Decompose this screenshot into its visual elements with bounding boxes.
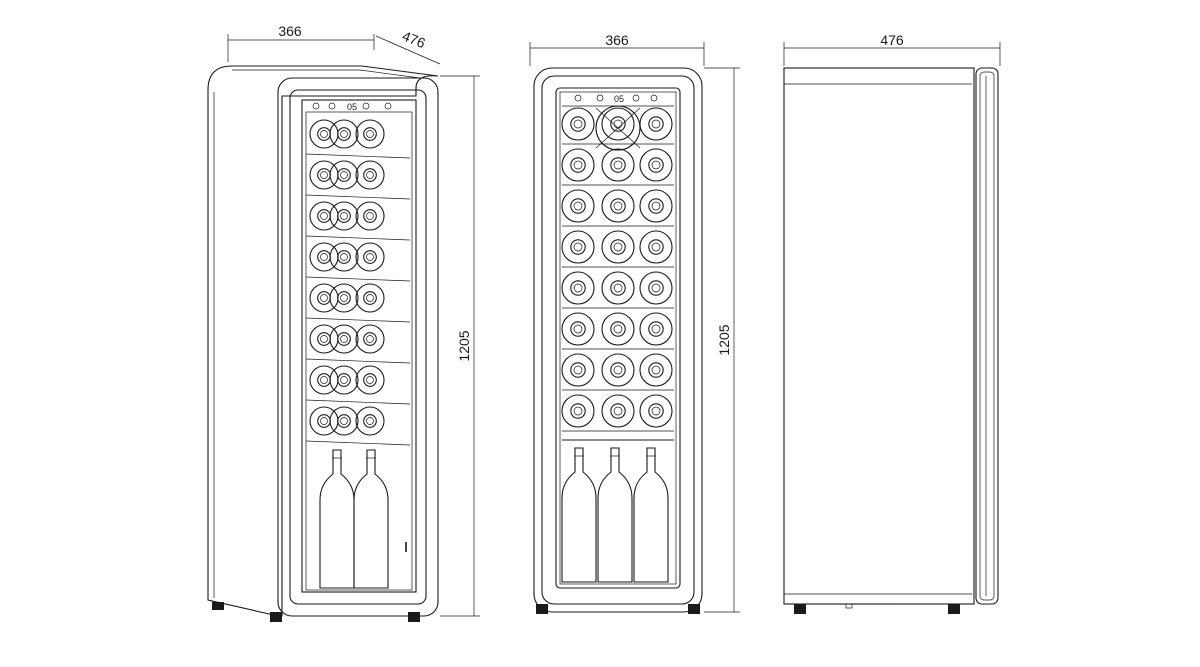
bottle-end xyxy=(355,201,385,231)
bottle-end xyxy=(601,148,635,182)
bottle-end xyxy=(601,189,635,223)
bottle-end xyxy=(561,271,595,305)
standing-bottle xyxy=(561,447,597,583)
iso-width-dimension: 366 xyxy=(278,23,302,39)
rack-shelf xyxy=(305,317,411,323)
standing-bottle xyxy=(353,449,389,589)
iso-display-readout: 05 xyxy=(347,102,357,112)
rack-shelf xyxy=(305,276,411,282)
bottle-end xyxy=(561,189,595,223)
bottle-end xyxy=(355,324,385,354)
isometric-view: 366 476 1205 05 xyxy=(207,23,480,622)
bottle-end xyxy=(355,365,385,395)
iso-standing-bottles xyxy=(319,449,389,589)
bottle-end xyxy=(329,365,359,395)
standing-bottle xyxy=(597,447,633,583)
bottle-end xyxy=(329,119,359,149)
bottle-end xyxy=(329,242,359,272)
bottle-end xyxy=(329,201,359,231)
bottle-end xyxy=(355,119,385,149)
bottle-end xyxy=(561,394,595,428)
rack-shelf xyxy=(305,358,411,364)
rack-shelf xyxy=(305,153,411,159)
bottle-end xyxy=(639,230,673,264)
rack-shelf xyxy=(305,235,411,241)
iso-control-panel: 05 xyxy=(312,102,392,112)
bottle-end xyxy=(601,353,635,387)
bottle-end xyxy=(561,148,595,182)
bottle-end xyxy=(355,283,385,313)
bottle-end xyxy=(639,312,673,346)
bottle-end xyxy=(355,242,385,272)
bottle-end xyxy=(601,230,635,264)
bottle-end xyxy=(601,107,635,141)
front-view: 366 1205 05 xyxy=(529,32,740,614)
bottle-end xyxy=(601,394,635,428)
bottle-end xyxy=(329,406,359,436)
bottle-end xyxy=(561,353,595,387)
bottle-end xyxy=(561,107,595,141)
bottle-end xyxy=(561,312,595,346)
bottle-end xyxy=(601,271,635,305)
bottle-end xyxy=(639,353,673,387)
side-view: 476 xyxy=(783,32,1001,614)
iso-depth-dimension: 476 xyxy=(400,28,428,52)
side-depth-dimension: 476 xyxy=(880,32,904,48)
iso-height-dimension: 1205 xyxy=(456,330,472,361)
bottle-end xyxy=(639,107,673,141)
bottle-end xyxy=(329,324,359,354)
bottle-end xyxy=(355,406,385,436)
bottle-end xyxy=(329,160,359,190)
front-standing-bottles xyxy=(561,447,669,583)
bottle-end xyxy=(355,160,385,190)
front-height-dimension: 1205 xyxy=(716,324,732,355)
bottle-end xyxy=(329,283,359,313)
bottle-end xyxy=(561,230,595,264)
rack-shelf xyxy=(305,194,411,200)
bottle-end xyxy=(639,394,673,428)
standing-bottle xyxy=(633,447,669,583)
bottle-end xyxy=(601,312,635,346)
front-display-readout: 05 xyxy=(614,94,624,104)
front-width-dimension: 366 xyxy=(605,32,629,48)
front-wine-racks xyxy=(561,107,674,441)
iso-wine-racks xyxy=(305,119,411,446)
rack-shelf xyxy=(305,440,411,446)
bottle-end xyxy=(639,189,673,223)
rack-shelf xyxy=(305,399,411,405)
bottle-end xyxy=(639,271,673,305)
bottle-end xyxy=(639,148,673,182)
